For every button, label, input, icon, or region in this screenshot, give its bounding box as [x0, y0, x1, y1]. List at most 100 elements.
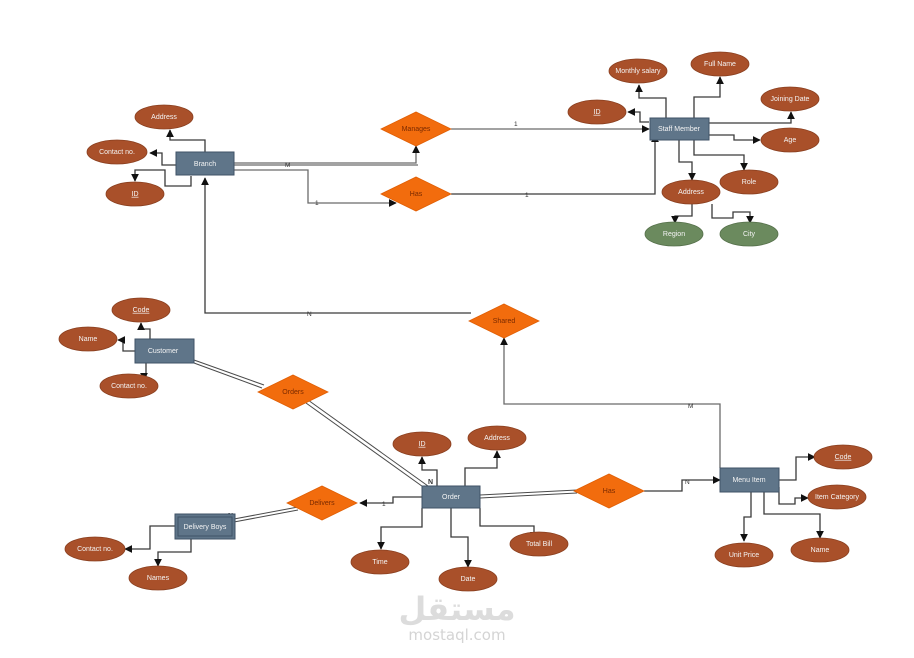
entity-label: Branch — [194, 161, 216, 168]
attribute-staff-role[interactable]: Role — [719, 169, 779, 195]
connector-order-has-b — [479, 492, 578, 499]
attribute-label: ID — [594, 109, 601, 116]
connector-address-city — [711, 204, 754, 224]
attribute-label: Role — [742, 179, 757, 186]
attribute-label: ID — [132, 191, 139, 198]
attribute-order-time[interactable]: Time — [350, 549, 410, 575]
attribute-delivery-names[interactable]: Names — [128, 565, 188, 591]
relationship-label: Shared — [493, 318, 516, 325]
attribute-staff-age[interactable]: Age — [760, 127, 820, 153]
relationship-label: Has — [603, 488, 616, 495]
attribute-label: Time — [372, 559, 387, 566]
attribute-label: Monthly salary — [615, 68, 661, 75]
connector-menu-shared — [500, 337, 721, 468]
connector-customer-code — [137, 322, 151, 340]
connector-customer-orders-a — [193, 359, 265, 386]
attribute-label: Contact no. — [111, 383, 147, 390]
attribute-branch-contact[interactable]: Contact no. — [86, 139, 148, 165]
attribute-delivery-contact[interactable]: Contact no. — [64, 536, 126, 562]
attribute-staff-full-name[interactable]: Full Name — [690, 51, 750, 77]
connector-has-menu — [644, 476, 721, 492]
connector-branch-manages — [234, 145, 420, 164]
card-orders-order: N — [428, 479, 433, 486]
attribute-staff-id[interactable]: ID — [567, 99, 627, 125]
attribute-label: Date — [461, 576, 476, 583]
entity-label: Order — [442, 494, 461, 501]
relationship-has-menu[interactable]: Has — [573, 473, 645, 509]
attribute-staff-address[interactable]: Address — [661, 179, 721, 205]
attribute-label: Name — [79, 336, 98, 343]
connector-staff-role — [693, 140, 748, 171]
attribute-label: Code — [835, 454, 852, 461]
connector-delivers-delivery-b — [233, 509, 299, 523]
entity-delivery-boys[interactable]: Delivery Boys — [174, 513, 236, 540]
attribute-staff-city[interactable]: City — [719, 221, 779, 247]
attribute-order-id[interactable]: ID — [392, 431, 452, 457]
relationship-has-staff[interactable]: Has — [380, 176, 452, 212]
entity-order[interactable]: Order — [421, 485, 481, 509]
connector-staff-fullname — [693, 76, 724, 118]
attribute-order-date[interactable]: Date — [438, 566, 498, 592]
attribute-menu-name[interactable]: Name — [790, 537, 850, 563]
watermark-latin: mostaql.com — [408, 626, 505, 644]
watermark-arabic: مستقل — [398, 590, 515, 628]
entity-label: Delivery Boys — [184, 524, 227, 531]
connector-has-staff — [451, 134, 659, 195]
connector-customer-orders-b — [193, 362, 263, 389]
attribute-label: Region — [663, 231, 685, 238]
attribute-staff-region[interactable]: Region — [644, 221, 704, 247]
attribute-label: Code — [133, 307, 150, 314]
attribute-menu-code[interactable]: Code — [813, 444, 873, 470]
attribute-label: Names — [147, 575, 170, 582]
entity-branch[interactable]: Branch — [175, 151, 235, 176]
connector-delivery-names — [154, 538, 192, 567]
attribute-label: Name — [811, 547, 830, 554]
attribute-menu-item-category[interactable]: Item Category — [807, 484, 867, 510]
attribute-customer-contact[interactable]: Contact no. — [99, 373, 159, 399]
attribute-customer-name[interactable]: Name — [58, 326, 118, 352]
relationship-shared[interactable]: Shared — [468, 303, 540, 339]
connectors — [117, 76, 824, 568]
attribute-label: Unit Price — [729, 552, 759, 559]
attribute-label: Joining Date — [771, 96, 810, 103]
attribute-branch-address[interactable]: Address — [134, 104, 194, 130]
relationship-manages[interactable]: Manages — [380, 111, 452, 147]
entity-menu-item[interactable]: Menu Item — [719, 467, 780, 493]
connector-menu-name — [763, 492, 824, 539]
attribute-label: Address — [484, 435, 510, 442]
connector-customer-name — [117, 336, 135, 352]
attribute-branch-id[interactable]: ID — [105, 181, 165, 207]
card-manages-staff: 1 — [514, 121, 518, 128]
attribute-order-address[interactable]: Address — [467, 425, 527, 451]
attribute-menu-unit-price[interactable]: Unit Price — [714, 542, 774, 568]
card-branch-has: 1 — [315, 200, 319, 207]
entity-customer[interactable]: Customer — [134, 338, 195, 364]
connector-menu-unitprice — [740, 492, 752, 542]
relationship-label: Manages — [402, 126, 431, 133]
card-order-delivers: 1 — [382, 501, 386, 508]
card-branch-manages: M — [285, 162, 290, 169]
connector-branch-id — [131, 169, 192, 187]
attribute-staff-monthly-salary[interactable]: Monthly salary — [608, 58, 668, 84]
attribute-label: Contact no. — [77, 546, 113, 553]
attribute-label: Item Category — [815, 494, 859, 501]
attribute-customer-code[interactable]: Code — [111, 297, 171, 323]
entity-label: Staff Member — [658, 126, 701, 133]
attribute-order-total-bill[interactable]: Total Bill — [509, 531, 569, 557]
watermark: مستقل mostaql.com — [398, 590, 515, 644]
connector-menu-code — [779, 453, 816, 481]
relationship-delivers[interactable]: Delivers — [286, 485, 358, 521]
attribute-staff-joining-date[interactable]: Joining Date — [760, 86, 820, 112]
entity-label: Menu Item — [732, 477, 765, 484]
relationship-orders[interactable]: Orders — [257, 374, 329, 410]
entity-staff-member[interactable]: Staff Member — [649, 117, 710, 141]
relationship-label: Delivers — [309, 500, 335, 507]
connector-order-has-a — [479, 489, 578, 496]
connector-address-region — [671, 204, 693, 224]
entity-label: Customer — [148, 348, 179, 355]
card-branch-shared: N — [307, 311, 312, 318]
connector-branch-address — [166, 129, 206, 152]
connector-order-id — [418, 456, 438, 486]
connector-branch-has — [234, 169, 397, 207]
